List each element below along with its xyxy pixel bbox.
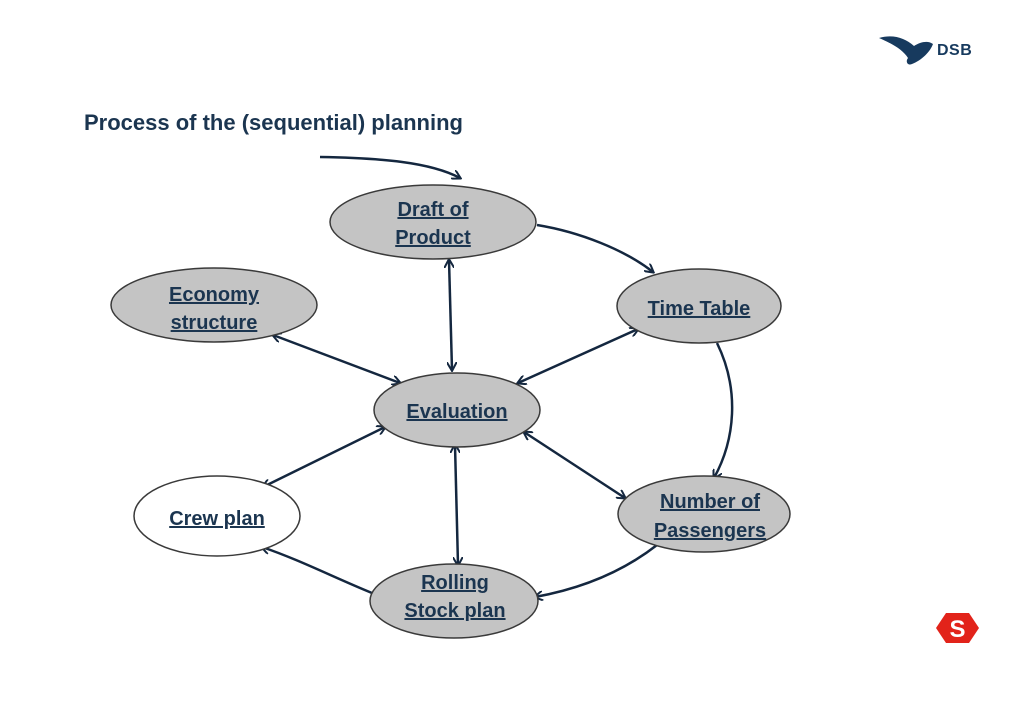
- node-label: Economy: [169, 284, 260, 306]
- arrow-evaluation-rolling: [455, 445, 458, 565]
- dsb-logo-text: DSB: [937, 42, 973, 59]
- node-evaluation: Evaluation: [373, 372, 541, 448]
- arrow-evaluation-crew: [263, 427, 385, 487]
- incoming-arrow: [319, 155, 460, 178]
- node-time-table: Time Table: [616, 268, 782, 344]
- node-number-of-passengers: Number of Passengers: [617, 475, 791, 553]
- node-label: Draft of: [397, 199, 468, 221]
- node-rolling-stock-plan: Rolling Stock plan: [369, 563, 539, 639]
- node-label: structure: [171, 312, 258, 334]
- node-label: Crew plan: [169, 508, 265, 530]
- node-label: Stock plan: [404, 600, 505, 622]
- node-draft-of-product: Draft of Product: [329, 184, 537, 260]
- node-label: Time Table: [648, 298, 751, 320]
- node-crew-plan: Crew plan: [133, 475, 301, 557]
- dsb-bird-logo-icon: [879, 36, 933, 65]
- arrow-rolling-to-crew: [262, 547, 373, 595]
- arrow-passengers-to-rolling: [535, 544, 658, 597]
- s-train-logo-icon: S: [936, 613, 979, 643]
- arrow-evaluation-economy: [273, 335, 400, 383]
- node-label: Rolling: [421, 572, 489, 594]
- arrow-evaluation-draft: [449, 260, 452, 370]
- node-label: Evaluation: [406, 401, 507, 423]
- arrow-timetable-to-passengers: [714, 342, 734, 478]
- node-label: Number of: [660, 491, 760, 513]
- node-economy-structure: Economy structure: [110, 267, 318, 343]
- page-title: Process of the (sequential) planning: [84, 110, 463, 135]
- node-label: Product: [395, 227, 471, 249]
- node-label: Passengers: [654, 520, 766, 542]
- arrow-draft-to-timetable: [536, 223, 653, 272]
- svg-text:S: S: [949, 616, 965, 643]
- arrow-evaluation-passengers: [524, 432, 625, 498]
- arrow-evaluation-timetable: [518, 329, 638, 383]
